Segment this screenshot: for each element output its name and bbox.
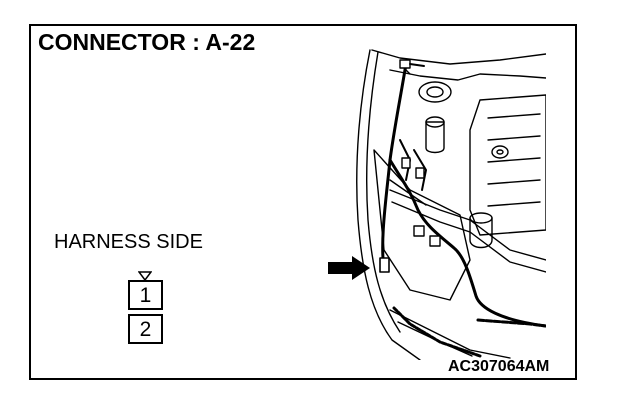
- connector-pin-1: 1: [128, 280, 163, 310]
- figure-code: AC307064AM: [448, 358, 550, 375]
- locator-arrow-icon: [328, 256, 370, 280]
- connector-title: CONNECTOR : A-22: [38, 29, 256, 55]
- harness-side-label: HARNESS SIDE: [54, 231, 203, 253]
- engine-compartment-illustration: [356, 49, 546, 360]
- connector-key-mark-icon: [138, 271, 152, 281]
- connector-pin-2: 2: [128, 314, 163, 344]
